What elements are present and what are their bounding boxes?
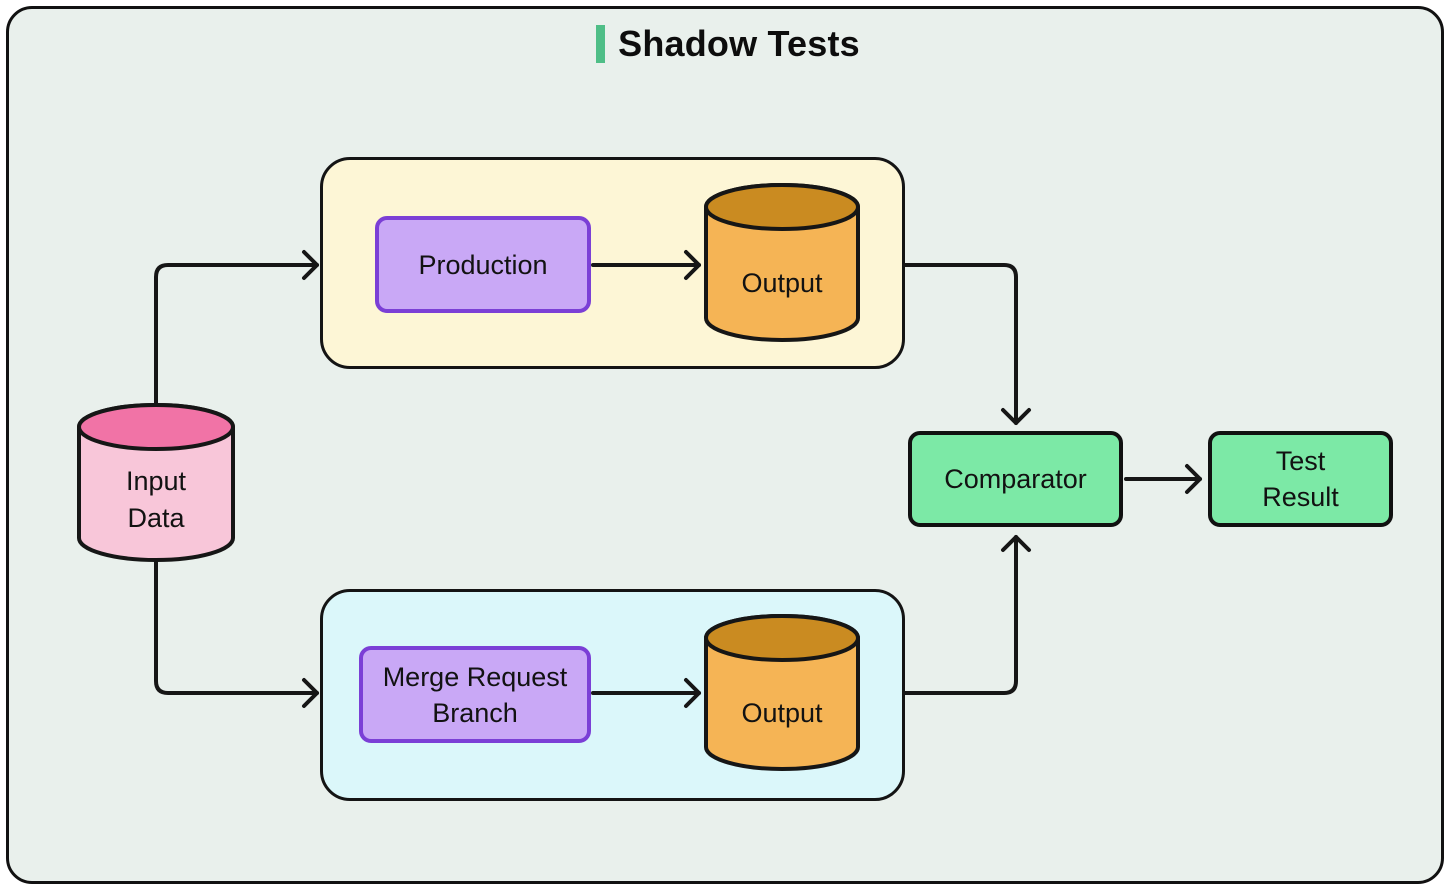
production-node: Production: [375, 216, 591, 313]
title-accent-bar: [596, 25, 606, 63]
page-title: Shadow Tests: [618, 23, 860, 64]
merge-request-branch-label-line1: Merge Request: [382, 661, 568, 692]
test-result-label-line2: Result: [1262, 482, 1339, 512]
output-bottom-label: Output: [706, 691, 858, 735]
production-label: Production: [418, 249, 548, 280]
comparator-label: Comparator: [944, 464, 1087, 494]
output-top-label-text: Output: [741, 267, 823, 298]
diagram-title: Shadow Tests: [0, 22, 1456, 66]
merge-request-branch-label-line2: Branch: [432, 697, 518, 728]
comparator-node: Comparator: [908, 431, 1123, 527]
input-data-label: Input Data: [79, 453, 233, 547]
merge-request-branch-node: Merge Request Branch: [359, 646, 591, 743]
input-data-label-line2: Data: [127, 503, 185, 533]
output-bottom-label-text: Output: [741, 697, 823, 728]
output-top-label: Output: [706, 261, 858, 305]
input-data-label-line1: Input: [125, 466, 187, 496]
test-result-node: Test Result: [1208, 431, 1393, 527]
test-result-label-line1: Test: [1275, 446, 1326, 476]
